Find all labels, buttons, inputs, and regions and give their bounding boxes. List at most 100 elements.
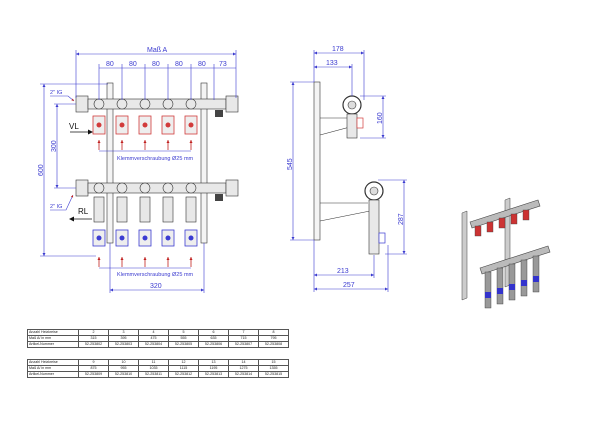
return-manifold-bar <box>87 182 227 194</box>
valve-knob-icon <box>96 122 102 128</box>
connection-label-bottom: 2" IG <box>50 204 62 210</box>
iso-outlets <box>474 209 540 309</box>
dim-133: 133 <box>326 60 338 67</box>
return-valve-handle <box>378 232 386 244</box>
valve-knob-icon <box>142 235 148 241</box>
iso-return-valve <box>533 276 539 282</box>
dim-213: 213 <box>337 268 349 275</box>
table-cell: 52-253815 <box>258 371 289 378</box>
table-cell: 52-253807 <box>228 341 259 348</box>
valve-knob-icon <box>119 235 125 241</box>
leader-line <box>50 194 74 211</box>
table-cell: 52-253810 <box>108 371 139 378</box>
iso-flow-valve <box>510 213 518 225</box>
valve-knob-icon <box>188 122 194 128</box>
flow-manifold-bore <box>347 100 357 110</box>
table-cell: 52-253806 <box>198 341 229 348</box>
dim-287: 287 <box>398 213 405 225</box>
row-label: Artikel-Nummer <box>27 371 79 378</box>
dim-545: 545 <box>287 158 294 170</box>
iso-flow-valve <box>474 225 482 237</box>
iso-return-valve <box>485 292 491 298</box>
side-view: 178 133 545 160 287 213 257 <box>287 46 407 292</box>
iso-return-valve <box>521 280 527 286</box>
outlets <box>92 98 198 267</box>
flow-meter <box>185 196 197 223</box>
return-outlet <box>139 182 151 194</box>
return-outlet <box>162 182 174 194</box>
dim-mass-a: Maß A <box>147 47 168 54</box>
return-connector-left <box>75 179 89 197</box>
dim-160: 160 <box>377 112 384 124</box>
valve-knob-icon <box>165 122 171 128</box>
return-outlet-body <box>368 199 380 255</box>
table-cell: 52-253803 <box>108 341 139 348</box>
flow-outlet-body <box>346 113 358 139</box>
valve-knob-icon <box>142 122 148 128</box>
flow-valve-handle <box>356 117 364 129</box>
dim-spacing: 80 <box>106 61 114 68</box>
return-label: RL <box>78 207 89 216</box>
table-cell: 52-253808 <box>258 341 289 348</box>
return-outlet <box>116 182 128 194</box>
flow-meter <box>116 196 128 223</box>
flow-meter <box>162 196 174 223</box>
valve-knob-icon <box>96 235 102 241</box>
flow-connector-left <box>75 95 89 113</box>
iso-return-manifold <box>479 245 551 275</box>
iso-return-outlet <box>484 271 492 309</box>
flow-outlet <box>93 98 105 110</box>
iso-flow-valve <box>486 221 494 233</box>
iso-return-valve <box>497 288 503 294</box>
iso-flow-valve <box>498 217 506 229</box>
iso-rail-left <box>461 210 468 301</box>
thermometer-icon <box>215 194 223 201</box>
fitting-label-top: Klemmverschraubung Ø25 mm <box>117 156 194 162</box>
return-connector-right <box>225 179 239 197</box>
thermometer-icon <box>215 110 223 117</box>
connection-label-top: 2" IG <box>50 90 62 96</box>
table-cell: 52-253811 <box>138 371 169 378</box>
dim-spacing: 80 <box>152 61 160 68</box>
table-cell: 52-253809 <box>78 371 109 378</box>
return-outlet <box>93 182 105 194</box>
dim-spacing: 80 <box>175 61 183 68</box>
bracket-strut <box>319 126 351 136</box>
flow-connector-right <box>225 95 239 113</box>
flow-label: VL <box>69 122 79 131</box>
fitting-label-bottom: Klemmverschraubung Ø25 mm <box>117 272 194 278</box>
dim-height: 600 <box>38 164 45 176</box>
flow-outlet <box>185 98 197 110</box>
flow-manifold-bar <box>87 98 227 110</box>
return-manifold-bore <box>369 186 379 196</box>
table-cell: 52-253802 <box>78 341 109 348</box>
flow-meter <box>139 196 151 223</box>
wall-rail <box>313 81 321 241</box>
iso-flow-manifold <box>469 199 541 229</box>
row-label: Artikel-Nummer <box>27 341 79 348</box>
dim-178: 178 <box>332 46 344 53</box>
flow-outlet <box>139 98 151 110</box>
iso-flow-valve <box>522 209 530 221</box>
return-outlet <box>185 182 197 194</box>
arrow-left-icon <box>69 216 74 222</box>
return-manifold <box>75 179 239 201</box>
dim-bottom: 320 <box>150 283 162 290</box>
valve-knob-icon <box>119 122 125 128</box>
iso-return-valve <box>509 284 515 290</box>
dim-spacing: 80 <box>129 61 137 68</box>
flow-outlet <box>116 98 128 110</box>
iso-return-outlet <box>496 267 504 305</box>
flow-outlet <box>162 98 174 110</box>
dim-spacing: 80 <box>198 61 206 68</box>
table-cell: 52-253812 <box>168 371 199 378</box>
leader-line <box>50 95 75 102</box>
